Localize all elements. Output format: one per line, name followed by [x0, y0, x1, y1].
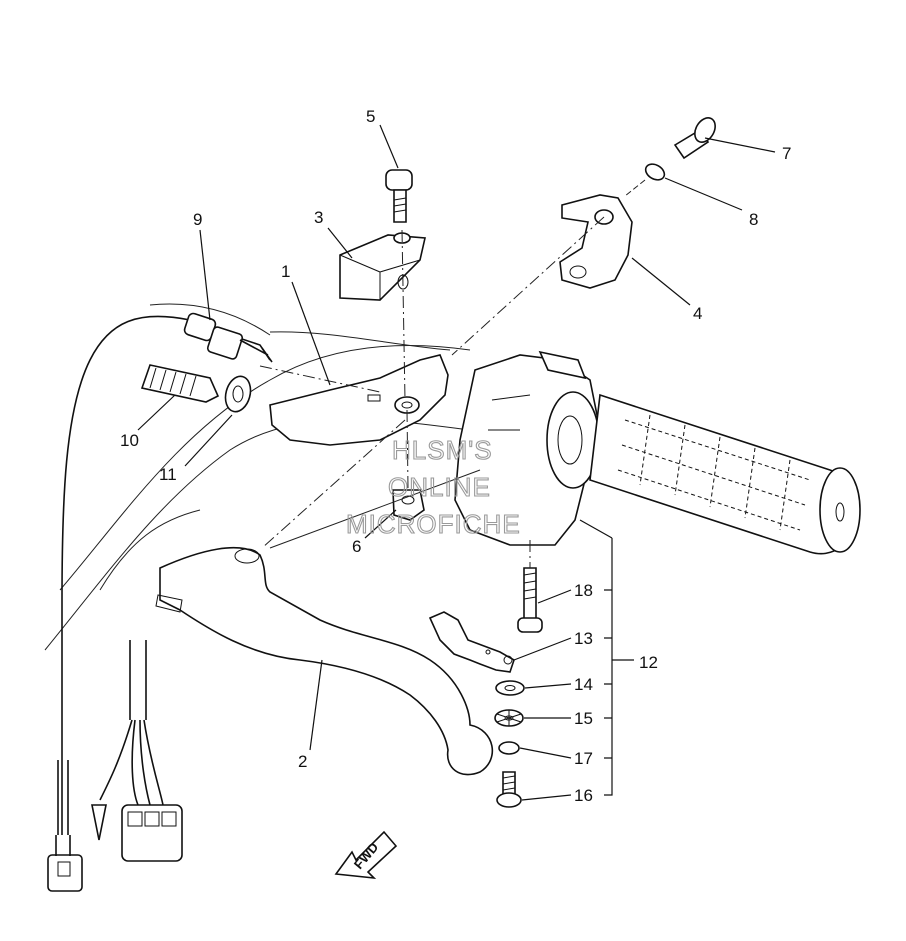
watermark-line-3: MICROFICHE [346, 509, 521, 539]
part-10-adjuster [140, 364, 220, 403]
label-part-11: 11 [159, 465, 177, 484]
part-number-labels: 1 2 3 4 5 6 7 8 9 10 11 12 13 14 15 16 1… [120, 107, 791, 805]
label-part-7: 7 [782, 144, 791, 163]
label-part-17: 17 [574, 749, 593, 768]
label-part-1: 1 [281, 262, 290, 281]
watermark-line-2: ONLINE [388, 472, 491, 502]
switch-wiring [91, 640, 183, 862]
part-15-lockwasher [494, 709, 524, 727]
part-17-washer [498, 741, 520, 755]
label-part-14: 14 [574, 675, 593, 694]
handlebar-grip [589, 393, 861, 555]
label-part-16: 16 [574, 786, 593, 805]
assembly-lines [259, 179, 646, 568]
part-8-washer [644, 163, 666, 181]
part-5-bolt [385, 169, 413, 223]
part-18-screw [517, 567, 543, 633]
part-13-bracket [428, 611, 515, 673]
part-14-washer [495, 680, 525, 696]
part-11-locknut [224, 375, 252, 413]
label-part-6: 6 [352, 537, 361, 556]
switch-housing [454, 350, 600, 546]
label-part-2: 2 [298, 752, 307, 771]
label-part-8: 8 [749, 210, 758, 229]
part-4-clamp [559, 194, 633, 289]
part-16-screw [496, 771, 522, 808]
label-part-5: 5 [366, 107, 375, 126]
part-1-lever-holder [269, 354, 449, 446]
leader-lines [137, 124, 776, 801]
label-part-4: 4 [693, 304, 702, 323]
label-part-12: 12 [639, 653, 658, 672]
part-2-lever [155, 546, 494, 776]
label-part-9: 9 [193, 210, 202, 229]
part-6-nut [392, 489, 425, 521]
label-part-3: 3 [314, 208, 323, 227]
forward-direction-arrow: FWD [334, 830, 398, 880]
watermark-line-1: HLSM'S [392, 435, 493, 465]
label-part-10: 10 [120, 431, 139, 450]
part-7-screw [673, 117, 716, 160]
label-part-18: 18 [574, 581, 593, 600]
watermark: HLSM'S ONLINE MICROFICHE [345, 434, 521, 539]
label-part-15: 15 [574, 709, 593, 728]
cable-9 [47, 312, 273, 892]
label-part-13: 13 [574, 629, 593, 648]
part-3-switch [339, 232, 426, 301]
